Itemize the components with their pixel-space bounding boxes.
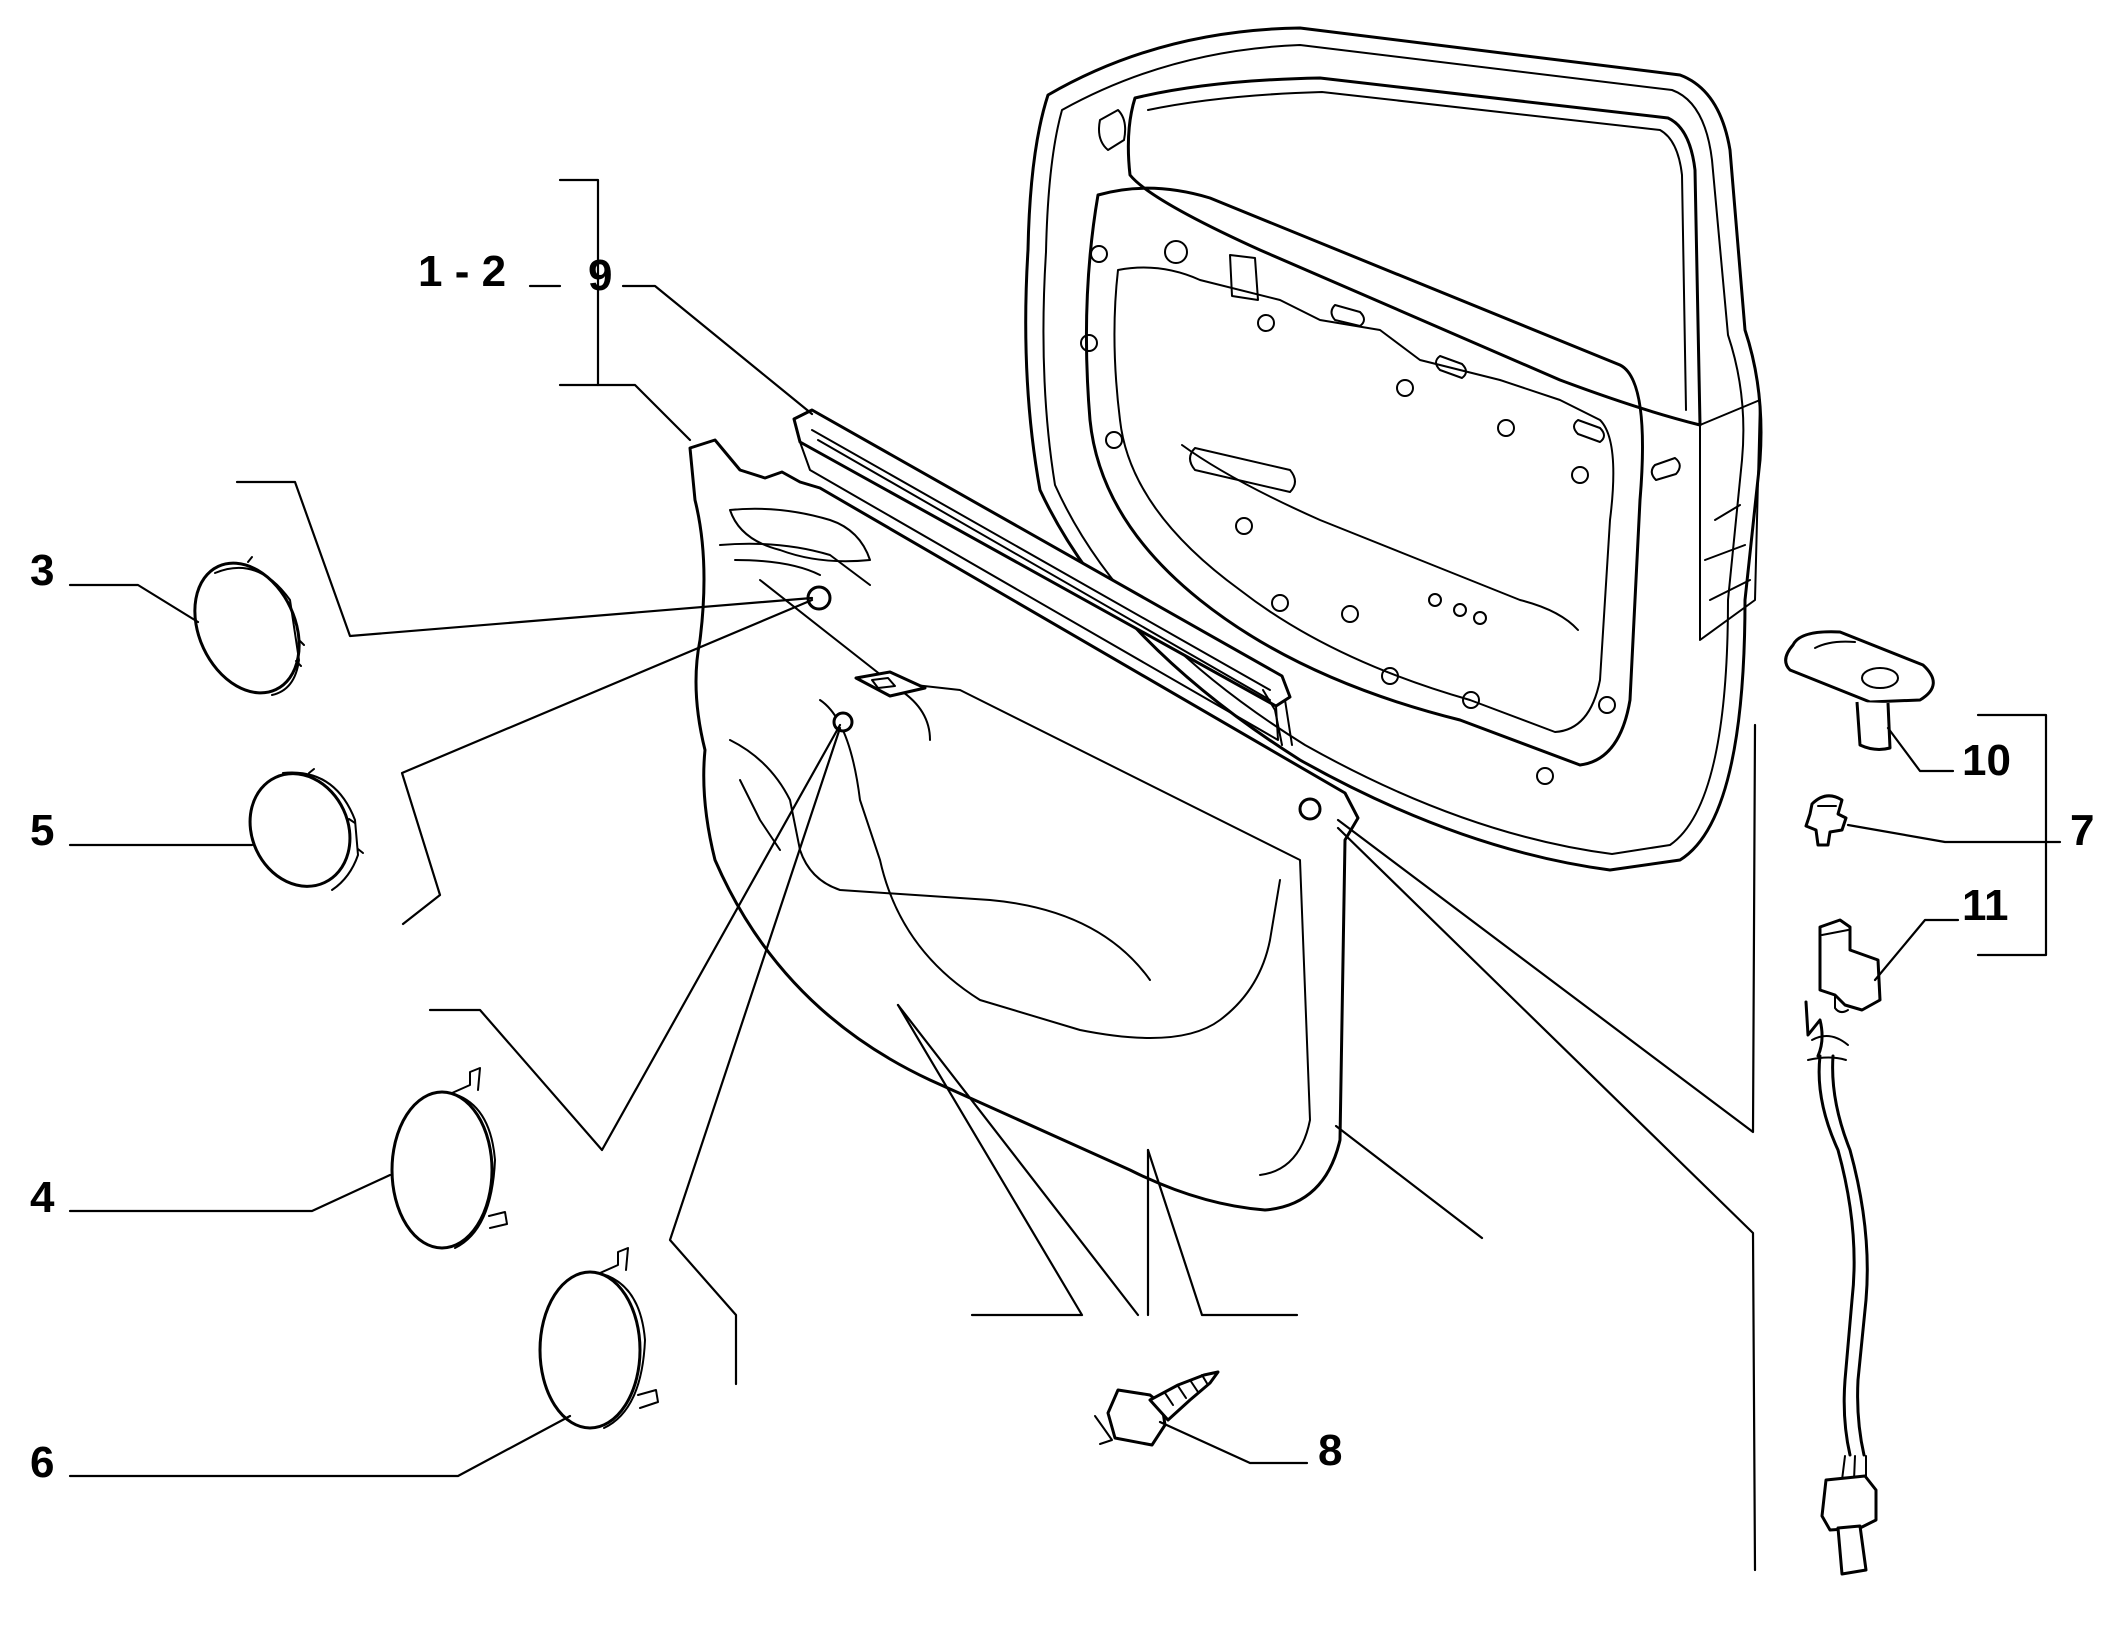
wire-harness-11 — [1804, 918, 1882, 1576]
callout-1-2: 1 - 2 — [418, 247, 506, 296]
callout-11: 11 — [1962, 881, 2009, 930]
callout-10: 10 — [1962, 736, 2011, 785]
leader-lines — [68, 178, 2062, 1572]
callout-7: 7 — [2070, 806, 2094, 855]
door-frame — [1024, 26, 1763, 872]
callout-3: 3 — [30, 546, 54, 595]
cap-5 — [248, 768, 364, 891]
window-seal-strip — [792, 408, 1293, 746]
cap-4 — [390, 1067, 508, 1250]
cap-3 — [193, 556, 305, 696]
callout-4: 4 — [30, 1173, 55, 1222]
callout-labels: 1 - 2 9 3 5 4 6 8 10 7 11 — [30, 247, 2094, 1487]
door-trim-panel — [688, 438, 1360, 1212]
screw-8 — [1094, 1370, 1220, 1447]
callout-8: 8 — [1318, 1426, 1342, 1475]
push-button-10 — [1784, 630, 1935, 751]
callout-5: 5 — [30, 806, 54, 855]
clip-7 — [1804, 794, 1848, 847]
callout-9: 9 — [588, 251, 612, 300]
callout-6: 6 — [30, 1438, 54, 1487]
cap-6 — [538, 1247, 659, 1430]
